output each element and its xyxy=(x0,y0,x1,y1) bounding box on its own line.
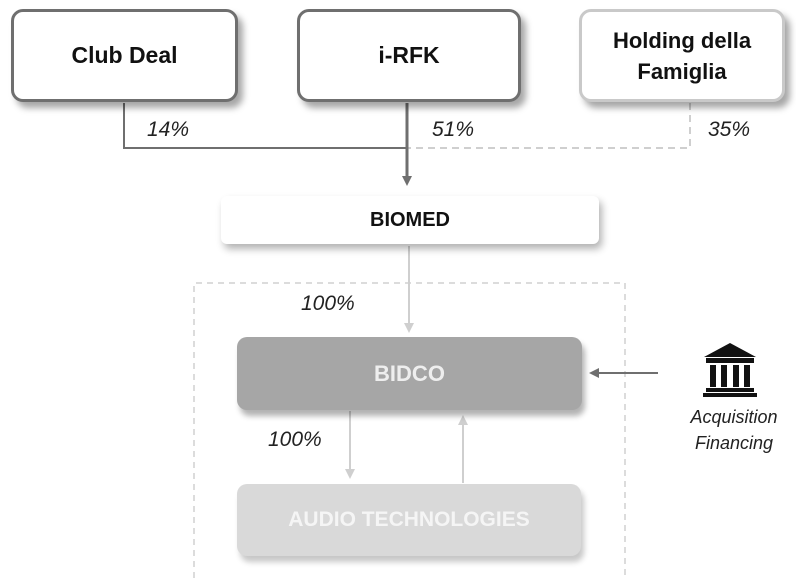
biomed-label: BIOMED xyxy=(370,208,450,231)
club-deal-connector xyxy=(123,103,407,149)
irfk-label: i-RFK xyxy=(378,42,440,68)
bidco-label: BIDCO xyxy=(374,360,445,386)
biomed-box: BIOMED xyxy=(221,196,599,244)
holding-stake: 35% xyxy=(708,118,751,141)
holding-label-line2: Famiglia xyxy=(637,58,727,84)
club-deal-box: Club Deal xyxy=(11,9,238,102)
holding-box: Holding della Famiglia xyxy=(579,9,785,102)
club-deal-label: Club Deal xyxy=(71,42,178,68)
acquisition-financing-line2: Financing xyxy=(694,433,774,453)
acquisition-financing-line1: Acquisition xyxy=(690,407,778,427)
audio-technologies-box: AUDIO TECHNOLOGIES xyxy=(237,484,581,556)
audio-technologies-label: AUDIO TECHNOLOGIES xyxy=(288,508,530,531)
bidco-box: BIDCO xyxy=(237,337,582,410)
bidco-to-audio-stake: 100% xyxy=(268,428,322,451)
irfk-stake: 51% xyxy=(432,118,475,141)
club-deal-stake: 14% xyxy=(147,118,190,141)
holding-label-line1: Holding della xyxy=(612,27,752,53)
acquisition-financing-label: Acquisition Financing xyxy=(672,404,796,456)
biomed-to-bidco-stake: 100% xyxy=(301,292,355,315)
bank-icon xyxy=(703,343,757,397)
holding-connector xyxy=(407,103,691,149)
irfk-box: i-RFK xyxy=(297,9,521,102)
